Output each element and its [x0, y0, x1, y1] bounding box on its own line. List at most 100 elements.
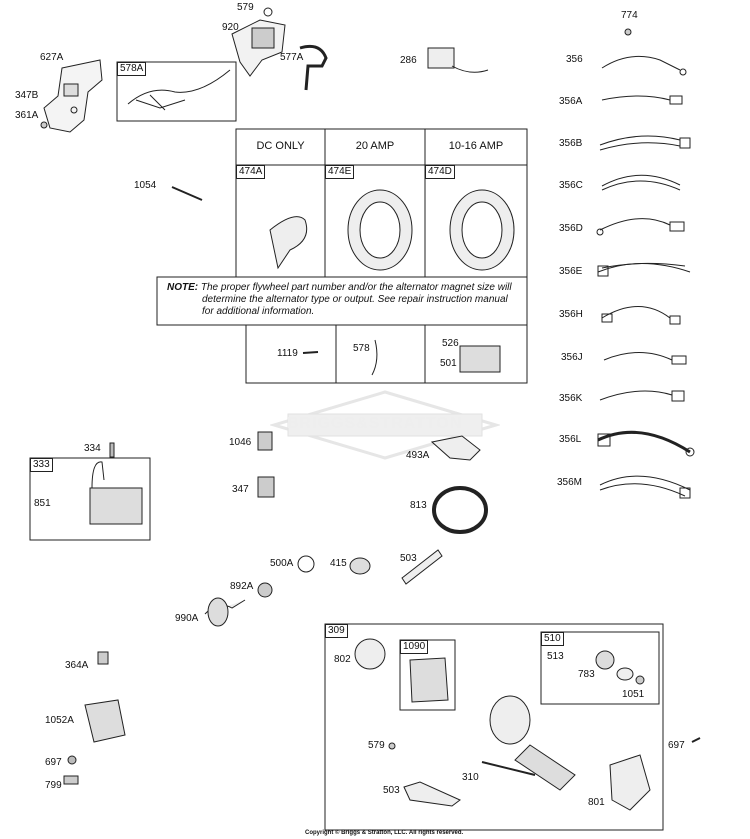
screw-774 [624, 28, 632, 36]
tag-333: 333 [30, 458, 53, 472]
part-415 [349, 557, 371, 575]
clamp-813 [432, 486, 488, 534]
label-364A: 364A [65, 660, 89, 671]
label-356H: 356H [559, 309, 583, 320]
label-578: 578 [353, 343, 370, 354]
tag-578A: 578A [117, 62, 147, 76]
label-286: 286 [400, 55, 417, 66]
label-802: 802 [334, 654, 351, 665]
label-851: 851 [34, 498, 51, 509]
regulator-501 [459, 345, 501, 373]
end-cap-801 [609, 754, 651, 811]
tag-474A: 474A [236, 165, 266, 179]
strap-503-bot [403, 781, 461, 807]
gear-513 [595, 650, 615, 670]
label-920: 920 [222, 22, 239, 33]
label-500A: 500A [270, 558, 294, 569]
nut-579-bot [388, 742, 396, 750]
washer-500A [297, 555, 315, 573]
label-1046: 1046 [229, 437, 252, 448]
tag-474E: 474E [325, 165, 355, 179]
label-347B: 347B [15, 90, 39, 101]
screw-1119 [302, 351, 319, 354]
bolt-334 [109, 442, 115, 458]
header-20-amp: 20 AMP [355, 140, 395, 152]
housing [489, 695, 531, 745]
note-line-2: determine the alternator type or output.… [202, 294, 508, 305]
label-813: 813 [410, 500, 427, 511]
nut-361A [40, 121, 48, 129]
strap-503-mid [401, 549, 443, 585]
label-356: 356 [566, 54, 583, 65]
label-799: 799 [45, 780, 62, 791]
label-310: 310 [462, 772, 479, 783]
harness-578A [127, 69, 231, 105]
note: NOTE: The proper flywheel part number an… [167, 282, 527, 294]
stator-474A [269, 216, 308, 270]
header-dc-only: DC ONLY [256, 140, 305, 152]
label-356A: 356A [559, 96, 583, 107]
copyright: Copyright © Briggs & Stratton, LLC. All … [305, 830, 464, 836]
label-579-bot: 579 [368, 740, 385, 751]
spring-783 [616, 667, 634, 681]
part-364A [97, 651, 109, 665]
wire-578 [371, 339, 378, 376]
label-415: 415 [330, 558, 347, 569]
label-627A: 627A [40, 52, 64, 63]
part-799 [63, 775, 79, 785]
note-label: NOTE: [167, 282, 199, 293]
box-578A [116, 61, 237, 122]
label-361A: 361A [15, 110, 39, 121]
label-577A: 577A [280, 52, 304, 63]
label-1051: 1051 [622, 689, 645, 700]
label-1054: 1054 [134, 180, 157, 191]
label-503-mid: 503 [400, 553, 417, 564]
box-333 [29, 457, 151, 541]
label-990A: 990A [175, 613, 199, 624]
note-box [156, 276, 528, 326]
armature [514, 744, 576, 791]
label-801: 801 [588, 797, 605, 808]
tag-474D: 474D [425, 165, 455, 179]
label-1119: 1119 [277, 348, 298, 359]
label-356J: 356J [561, 352, 583, 363]
coil-851 [89, 487, 143, 525]
watermark-text: BRIGGS&STRATTON [287, 415, 463, 432]
label-513: 513 [547, 651, 564, 662]
label-1052A: 1052A [45, 715, 74, 726]
header-10-16-amp: 10-16 AMP [448, 140, 504, 152]
box-510 [540, 631, 660, 705]
label-356L: 356L [559, 434, 582, 445]
label-697-right: 697 [668, 740, 685, 751]
bottom-row [245, 324, 528, 384]
label-579-top: 579 [237, 2, 254, 13]
bracket-493A [430, 435, 481, 461]
note-line-1: The proper flywheel part number and/or t… [200, 282, 512, 293]
washer-1051 [635, 675, 645, 685]
label-356M: 356M [557, 477, 583, 488]
label-774: 774 [621, 10, 638, 21]
label-501: 501 [440, 358, 457, 369]
label-347: 347 [232, 484, 249, 495]
wire-577A [299, 44, 328, 91]
solenoid-1052A [84, 699, 126, 743]
part-1046 [257, 431, 273, 451]
tag-309: 309 [325, 624, 348, 638]
label-697-left: 697 [45, 757, 62, 768]
part-697-right [691, 737, 701, 743]
label-892A: 892A [230, 581, 254, 592]
label-356D: 356D [559, 223, 583, 234]
tag-1090: 1090 [400, 640, 429, 654]
label-493A: 493A [406, 450, 430, 461]
briggs-logo-watermark [270, 390, 500, 460]
label-334: 334 [84, 443, 101, 454]
label-356B: 356B [559, 138, 583, 149]
cable-tie-1054 [171, 186, 203, 201]
part-892A [257, 582, 273, 598]
part-697-left [67, 755, 77, 765]
label-356C: 356C [559, 180, 583, 191]
label-503-bot: 503 [383, 785, 400, 796]
switch-347B [63, 83, 79, 97]
